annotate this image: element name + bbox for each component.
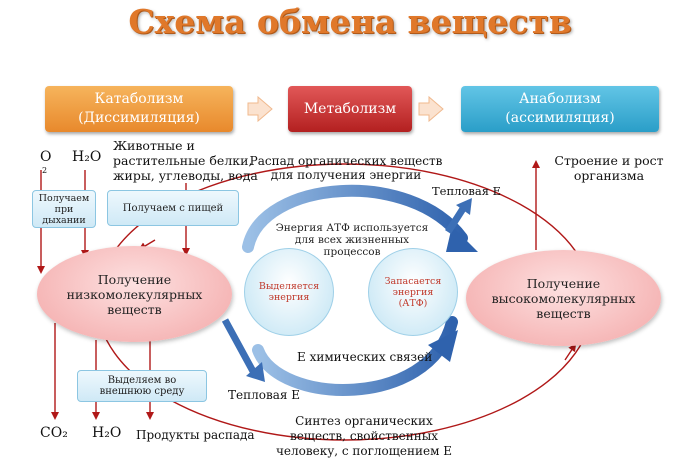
chemical-bond-energy-label: Е химических связей xyxy=(297,350,433,364)
co2-output-label: CO₂ xyxy=(40,425,68,441)
catabolism-box: Катаболизм (Диссимиляция) xyxy=(45,86,233,132)
hollow-arrow-right xyxy=(418,95,444,123)
blue-arrow-top xyxy=(242,184,468,253)
anabolism-subtitle: (ассимиляция) xyxy=(505,110,615,126)
decay-products-label: Продукты распада xyxy=(136,428,255,442)
breakdown-caption: Распад органических веществ для получени… xyxy=(249,154,443,182)
atp-usage-caption: Энергия АТФ используется для всех жизнен… xyxy=(275,222,429,258)
h2o-output-label: H₂O xyxy=(92,425,122,441)
excretion-label: Выделяем во внешнюю среду xyxy=(77,370,207,402)
synthesis-caption: Синтез органических веществ, свойственны… xyxy=(275,414,453,458)
low-molecular-ellipse: Получение низкомолекулярных веществ xyxy=(37,246,232,342)
heat-energy-top-label: Тепловая Е xyxy=(432,184,502,198)
food-intake-label: Получаем с пищей xyxy=(107,190,239,226)
o2-subscript: 2 xyxy=(42,166,48,175)
hollow-arrow-left xyxy=(247,95,273,123)
diagram-title: Схема обмена веществ xyxy=(128,2,572,41)
food-description: Животные и растительные белки, жиры, угл… xyxy=(113,138,258,183)
high-molecular-ellipse: Получение высокомолекулярных веществ xyxy=(466,250,661,346)
h2o-input-label: H₂O xyxy=(72,149,102,165)
catabolism-title: Катаболизм xyxy=(94,91,184,107)
metabolism-box: Метаболизм xyxy=(288,86,412,132)
anabolism-title: Анаболизм xyxy=(519,91,601,107)
growth-caption: Строение и рост организма xyxy=(554,153,664,183)
breathing-label: Получаем при дыхании xyxy=(32,190,96,228)
anabolism-box: Анаболизм (ассимиляция) xyxy=(461,86,659,132)
o2-label: O xyxy=(40,149,52,165)
metabolism-title: Метаболизм xyxy=(303,100,397,117)
heat-energy-bottom-label: Тепловая Е xyxy=(228,388,301,402)
catabolism-subtitle: (Диссимиляция) xyxy=(78,110,200,126)
